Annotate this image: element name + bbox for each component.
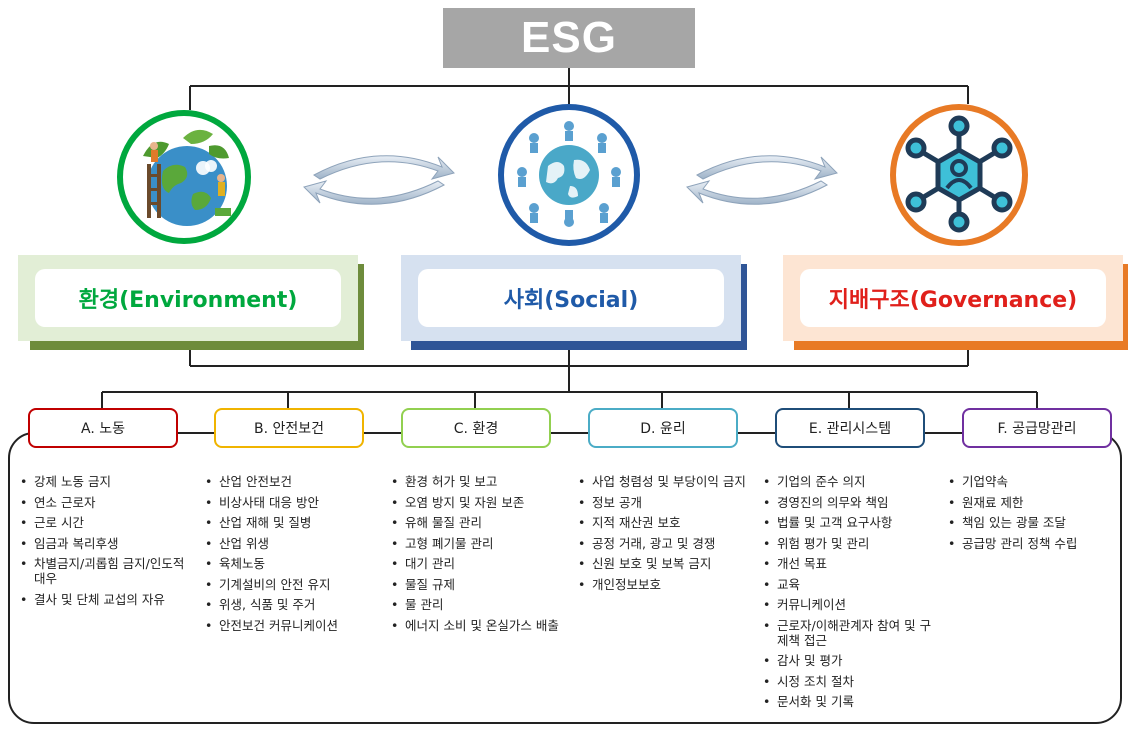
list-item: 위험 평가 및 관리 <box>763 536 935 551</box>
list-item: 커뮤니케이션 <box>763 597 935 612</box>
list-item: 환경 허가 및 보고 <box>391 474 566 489</box>
list-item: 육체노동 <box>205 556 380 571</box>
list-item: 근로자/이해관계자 참여 및 구제책 접근 <box>763 618 935 648</box>
category-management-system: E. 관리시스템 <box>775 408 925 448</box>
social-globe-people-icon <box>498 104 640 246</box>
cycle-arrows-icon <box>300 145 458 213</box>
list-item: 강제 노동 금지 <box>20 474 190 489</box>
pillar-environment: 환경(Environment) <box>18 255 358 341</box>
list-item: 시정 조치 절차 <box>763 674 935 689</box>
list-item: 감사 및 평가 <box>763 653 935 668</box>
list-item: 문서화 및 기록 <box>763 694 935 709</box>
list-item: 산업 재해 및 질병 <box>205 515 380 530</box>
list-item: 공정 거래, 광고 및 경쟁 <box>578 536 748 551</box>
list-item: 산업 안전보건 <box>205 474 380 489</box>
list-item: 교육 <box>763 577 935 592</box>
list-item: 공급망 관리 정책 수립 <box>948 536 1118 551</box>
governance-network-icon <box>890 104 1028 246</box>
list-item: 물 관리 <box>391 597 566 612</box>
list-item: 위생, 식품 및 주거 <box>205 597 380 612</box>
environment-items: 환경 허가 및 보고 오염 방지 및 자원 보존 유해 물질 관리 고형 폐기물… <box>391 474 566 638</box>
list-item: 비상사태 대응 방안 <box>205 495 380 510</box>
category-supply-chain: F. 공급망관리 <box>962 408 1112 448</box>
list-item: 기업약속 <box>948 474 1118 489</box>
list-item: 산업 위생 <box>205 536 380 551</box>
list-item: 기계설비의 안전 유지 <box>205 577 380 592</box>
list-item: 사업 청렴성 및 부당이익 금지 <box>578 474 748 489</box>
list-item: 근로 시간 <box>20 515 190 530</box>
environment-globe-icon <box>117 110 251 244</box>
list-item: 임금과 복리후생 <box>20 536 190 551</box>
list-item: 경영진의 의무와 책임 <box>763 495 935 510</box>
list-item: 기업의 준수 의지 <box>763 474 935 489</box>
list-item: 개인정보보호 <box>578 577 748 592</box>
pillar-social: 사회(Social) <box>401 255 741 341</box>
pillar-label: 사회(Social) <box>418 269 724 327</box>
esg-title: ESG <box>443 8 695 68</box>
list-item: 정보 공개 <box>578 495 748 510</box>
list-item: 개선 목표 <box>763 556 935 571</box>
ethics-items: 사업 청렴성 및 부당이익 금지 정보 공개 지적 재산권 보호 공정 거래, … <box>578 474 748 597</box>
category-ethics: D. 윤리 <box>588 408 738 448</box>
list-item: 오염 방지 및 자원 보존 <box>391 495 566 510</box>
list-item: 물질 규제 <box>391 577 566 592</box>
list-item: 책임 있는 광물 조달 <box>948 515 1118 530</box>
pillar-governance: 지배구조(Governance) <box>783 255 1123 341</box>
category-safety-health: B. 안전보건 <box>214 408 364 448</box>
category-environment: C. 환경 <box>401 408 551 448</box>
list-item: 연소 근로자 <box>20 495 190 510</box>
list-item: 원재료 제한 <box>948 495 1118 510</box>
labor-items: 강제 노동 금지 연소 근로자 근로 시간 임금과 복리후생 차별금지/괴롭힘 … <box>20 474 190 612</box>
list-item: 지적 재산권 보호 <box>578 515 748 530</box>
pillar-label: 지배구조(Governance) <box>800 269 1106 327</box>
categories-frame <box>8 432 1122 724</box>
list-item: 신원 보호 및 보복 금지 <box>578 556 748 571</box>
cycle-arrows-icon <box>683 145 841 213</box>
list-item: 유해 물질 관리 <box>391 515 566 530</box>
list-item: 차별금지/괴롭힘 금지/인도적대우 <box>20 556 190 586</box>
list-item: 안전보건 커뮤니케이션 <box>205 618 380 633</box>
pillar-label: 환경(Environment) <box>35 269 341 327</box>
supply-chain-items: 기업약속 원재료 제한 책임 있는 광물 조달 공급망 관리 정책 수립 <box>948 474 1118 556</box>
list-item: 결사 및 단체 교섭의 자유 <box>20 592 190 607</box>
management-system-items: 기업의 준수 의지 경영진의 의무와 책임 법률 및 고객 요구사항 위험 평가… <box>763 474 935 715</box>
list-item: 고형 폐기물 관리 <box>391 536 566 551</box>
list-item: 대기 관리 <box>391 556 566 571</box>
list-item: 법률 및 고객 요구사항 <box>763 515 935 530</box>
category-labor: A. 노동 <box>28 408 178 448</box>
list-item: 에너지 소비 및 온실가스 배출 <box>391 618 566 633</box>
safety-health-items: 산업 안전보건 비상사태 대응 방안 산업 재해 및 질병 산업 위생 육체노동… <box>205 474 380 638</box>
